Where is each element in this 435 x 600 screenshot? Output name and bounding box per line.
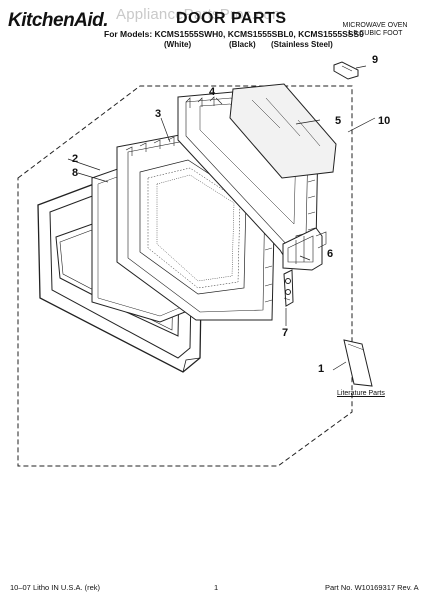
product-capacity: 1.5 CUBIC FOOT (347, 30, 403, 37)
callout-1: 1 (318, 363, 325, 375)
latch-assembly (282, 227, 327, 271)
literature-booklet (343, 339, 373, 387)
product-type: MICROWAVE OVEN (342, 22, 408, 29)
brand-logo: KitchenAid. (8, 10, 109, 31)
callout-2: 2 (72, 153, 79, 165)
callout-10: 10 (378, 115, 391, 127)
watermark-text: AppliancePartsPros.com (116, 6, 285, 23)
footer-print-info: 10–07 Litho IN U.S.A. (rek) (10, 583, 101, 592)
models-line: For Models: KCMS1555SWH0, KCMS1555SBL0, … (104, 29, 364, 39)
small-bracket (333, 61, 359, 80)
callout-5: 5 (335, 115, 342, 127)
callout-6: 6 (327, 248, 334, 260)
footer-part-number: Part No. W10169317 Rev. A (325, 583, 419, 592)
window-glass (229, 83, 337, 179)
assembly-boundary (17, 85, 353, 467)
page-title: DOOR PARTS (176, 10, 287, 27)
callout-9: 9 (372, 54, 379, 66)
callout-3: 3 (155, 108, 162, 120)
leader-lines (67, 65, 376, 371)
footer-page-number: 1 (214, 583, 219, 592)
variant-stainless: (Stainless Steel) (271, 40, 333, 49)
variant-black: (Black) (229, 40, 256, 49)
callout-7: 7 (282, 327, 289, 339)
latch-hook (283, 269, 294, 307)
callout-4: 4 (209, 86, 216, 98)
variant-white: (White) (164, 40, 192, 49)
literature-parts-label: Literature Parts (337, 390, 385, 397)
callout-8: 8 (72, 167, 79, 179)
